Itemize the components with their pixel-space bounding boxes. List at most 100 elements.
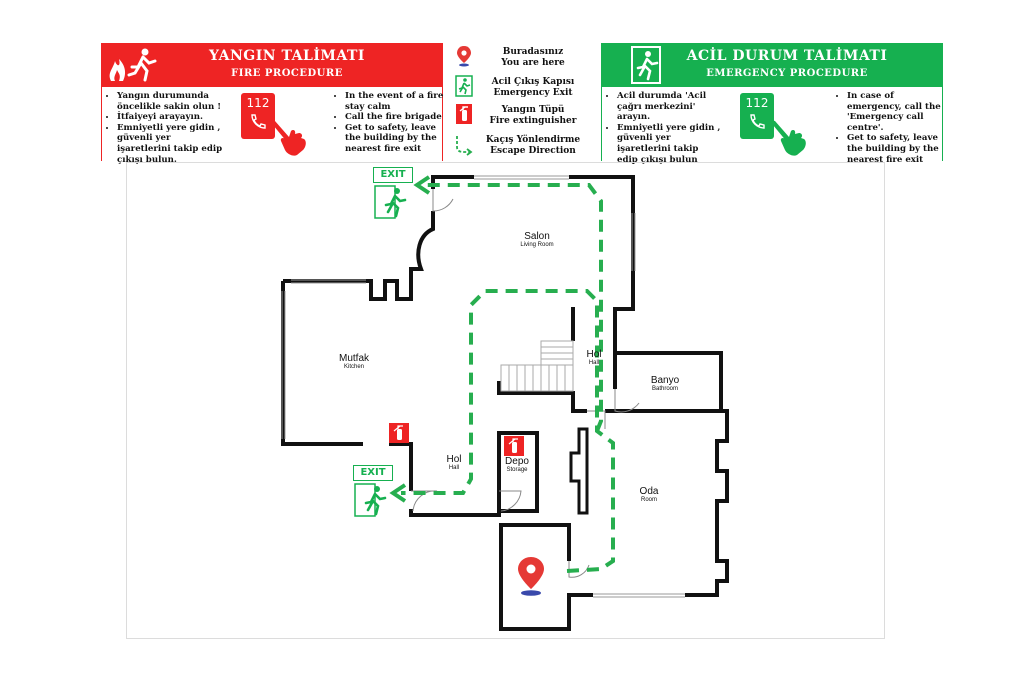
fire-step-tr-3: Emniyetli yere gidin , güvenli yer işare… [117,123,225,165]
room-name-banyo: Banyo [650,375,680,386]
emergency-phone-number: 112 [745,96,769,110]
legend-extinguisher-en: Fire extinguisher [489,116,577,126]
exit-sign-north: EXIT [373,167,413,219]
location-pin-icon [457,46,471,67]
fire-panel-border-right [442,87,443,161]
room-walls [499,409,729,631]
escape-direction-icon [456,136,473,156]
fire-panel-subtitle: FIRE PROCEDURE [231,68,343,79]
stair-walls [497,307,587,413]
fire-panel-header: YANGIN TALİMATI FIRE PROCEDURE [101,43,443,87]
fire-extinguisher-icon [456,104,472,124]
emergency-phone-icon: 112 [740,93,774,139]
emergency-panel-border-left [601,87,602,161]
floor-plan: EXIT EXIT Salon Living Room Mutfak Kitch… [126,162,885,639]
room-sub-banyo: Bathroom [651,386,679,392]
emergency-exit-icon [374,185,407,219]
room-sub-mutfak: Kitchen [343,364,365,370]
room-sub-oda: Room [640,497,657,503]
kitchen-walls [281,281,413,491]
fire-step-tr-2: İtfaiyeyi arayayın. [117,112,225,123]
exit-sign-west: EXIT [353,465,393,517]
emergency-step-en-2: Get to safety, leave the building by the… [847,133,951,165]
emergency-steps-en: In case of emergency, call the 'Emergenc… [835,91,951,165]
salon-window-north [474,175,569,180]
room-sub-hol-bottom: Hall [448,465,460,471]
fire-extinguisher-icon [389,423,409,443]
you-are-here-pin-icon [518,557,544,596]
kitchen-window-west [281,291,286,439]
room-name-hol-top: Hol [586,349,602,360]
emergency-hand-pointer-icon [773,120,806,156]
exit-label-west: EXIT [353,465,393,481]
phone-handset-icon [251,114,266,129]
fire-step-en-2: Call the fire brigade [345,112,453,123]
fire-procedure-panel: YANGIN TALİMATI FIRE PROCEDURE Yangın du… [101,43,443,165]
room-name-mutfak: Mutfak [338,353,370,364]
hall-storage-walls [409,431,539,517]
fire-phone-icon: 112 [241,93,275,139]
escape-route-north [421,183,603,432]
fire-running-person-icon [109,48,157,82]
door-swings [411,189,640,578]
fire-step-en-1: In the event of a fire stay calm [345,91,453,112]
legend-you-are-here-tr: Buradasınız [502,47,564,57]
fire-extinguisher-icon [504,436,524,456]
kitchen-window-north [291,279,366,284]
room-west-jog [569,427,589,515]
legend-you-are-here-en: You are here [501,58,565,68]
legend-exit-en: Emergency Exit [493,88,573,98]
emergency-step-en-1: In case of emergency, call the 'Emergenc… [847,91,951,133]
salon-window-east [631,213,636,271]
room-name-depo: Depo [505,456,529,467]
room-sub-hol-top: Hall [588,360,600,366]
exit-label-north: EXIT [373,167,413,183]
staircase [500,340,574,392]
fire-step-tr-1: Yangın durumunda öncelikle sakin olun ! [117,91,225,112]
room-label-hol-top: Hol Hall [586,349,601,366]
emergency-panel-header: ACİL DURUM TALİMATI EMERGENCY PROCEDURE [601,43,943,87]
room-label-mutfak: Mutfak Kitchen [339,353,369,370]
room-name-hol-bottom: Hol [446,454,462,465]
legend-exit-tr: Acil Çıkış Kapısı [491,77,575,87]
legend-extinguisher-tr: Yangın Tüpü [501,105,565,115]
emergency-exit-header-icon [631,46,661,84]
fire-steps-en: In the event of a fire stay calm Call th… [333,91,453,155]
room-label-salon: Salon Living Room [520,231,553,248]
room-sub-depo: Storage [506,467,528,473]
fire-steps-tr: Yangın durumunda öncelikle sakin olun ! … [105,91,225,165]
emergency-step-tr-1: Acil durumda 'Acil çağrı merkezini' aray… [617,91,721,123]
floor-plan-walls [281,175,729,631]
room-label-depo: Depo Storage [505,456,529,473]
room-label-oda: Oda Room [640,486,659,503]
fire-hand-pointer-icon [273,120,306,156]
phone-handset-icon [750,114,765,129]
room-label-banyo: Banyo Bathroom [651,375,679,392]
fire-phone-number: 112 [246,96,270,110]
room-name-salon: Salon [524,231,550,242]
fire-step-en-3: Get to safety, leave the building by the… [345,123,453,155]
fire-panel-border-left [101,87,102,161]
emergency-exit-icon [354,483,387,517]
fire-panel-title: YANGIN TALİMATI [209,48,365,64]
room-label-hol-bottom: Hol Hall [446,454,461,471]
emergency-panel-title: ACİL DURUM TALİMATI [686,48,888,64]
room-sub-salon: Living Room [520,242,554,248]
emergency-exit-icon [455,75,473,97]
room-window-south [593,593,685,598]
emergency-steps-tr: Acil durumda 'Acil çağrı merkezini' aray… [605,91,721,165]
emergency-procedure-panel: ACİL DURUM TALİMATI EMERGENCY PROCEDURE … [601,43,943,165]
escape-route [401,183,615,573]
emergency-panel-border-right [942,87,943,161]
room-name-oda: Oda [639,486,659,497]
legend-route-tr: Kaçış Yönlendirme [485,135,581,145]
legend-route-en: Escape Direction [490,146,576,156]
emergency-step-tr-2: Emniyetli yere gidin , güvenli yer işare… [617,123,721,165]
emergency-panel-subtitle: EMERGENCY PROCEDURE [706,68,868,79]
escape-route-west [401,289,615,573]
salon-west-wall [283,211,435,301]
